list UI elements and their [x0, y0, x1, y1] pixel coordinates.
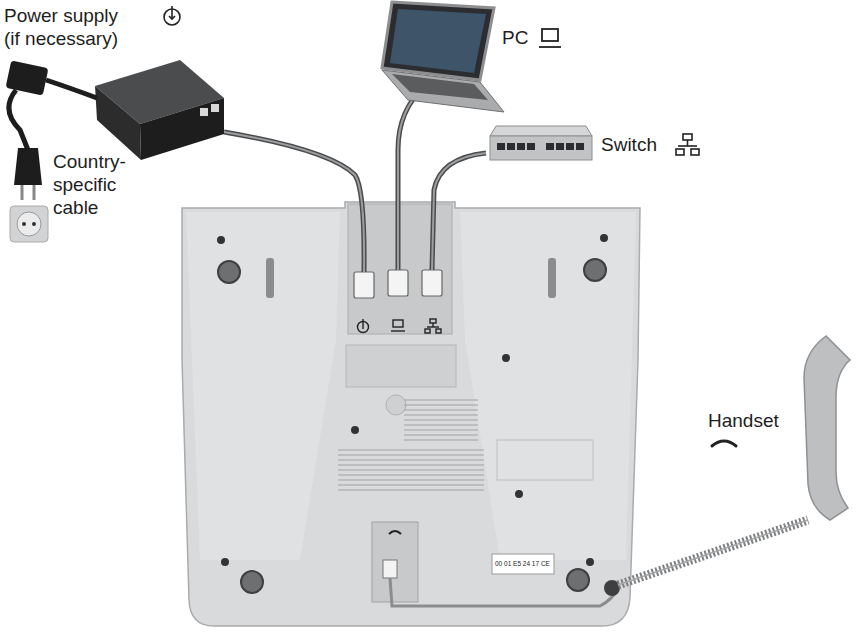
switch-cable: [432, 153, 486, 270]
network-switch: [490, 136, 592, 160]
handset-plug: [383, 560, 397, 578]
switch-cable: [432, 153, 486, 270]
mains-cable: [46, 80, 97, 98]
power-supply: [140, 98, 224, 160]
part-label: Power supply: [4, 4, 118, 27]
power-cable: [224, 132, 364, 272]
pc-cable: [398, 86, 425, 270]
coiled-cord: [618, 520, 808, 585]
wall-slot: [266, 258, 274, 298]
center-boss: [386, 395, 406, 415]
handset-port-icon: [389, 531, 401, 534]
rj45-plugs: [354, 270, 442, 298]
label-area: [346, 345, 456, 387]
mains-connector: [6, 60, 49, 95]
label-area: [497, 440, 593, 480]
phone-housing: [182, 202, 640, 626]
pc-cable: [398, 86, 425, 270]
part-label: (if necessary): [4, 27, 118, 50]
network-symbol: [676, 134, 699, 155]
part-label: Handset: [708, 409, 779, 432]
part-label: Country-specific cable: [53, 150, 137, 219]
mains-cable: [9, 90, 28, 150]
housing-panel: [186, 212, 340, 560]
pc-symbol: [539, 29, 561, 47]
laptop-keyboard: [392, 74, 488, 100]
handset-symbol: [712, 441, 736, 446]
wall-socket: [10, 206, 48, 242]
part-label: Switch: [601, 133, 657, 156]
coiled-cord: [618, 520, 808, 585]
power-supply: [95, 86, 141, 160]
plug-pin: [21, 185, 24, 200]
screw-holes: [217, 234, 608, 566]
housing-panel: [460, 212, 636, 560]
network-switch: [490, 126, 592, 136]
port-icons: [358, 319, 442, 333]
power-supply-port: [211, 104, 219, 112]
mac-address: 00 01 E5 24 17 CE: [495, 559, 550, 568]
handset-port: [372, 522, 418, 602]
vent-slots: [338, 400, 484, 490]
laptop: [382, 70, 504, 112]
mains-plug: [14, 148, 42, 185]
power-supply-port: [200, 108, 208, 116]
power-symbol: [164, 6, 180, 25]
part-label: PC: [502, 26, 528, 49]
wall-slot: [548, 258, 556, 298]
switch-ports: [497, 143, 584, 150]
handset-cord: [390, 578, 618, 606]
handset: [804, 336, 850, 520]
wall-socket: [17, 212, 41, 236]
mac-sticker: [492, 554, 554, 574]
laptop: [382, 2, 494, 80]
plug-pin: [33, 185, 36, 200]
laptop-screen: [390, 9, 486, 73]
power-cable: [224, 132, 364, 272]
